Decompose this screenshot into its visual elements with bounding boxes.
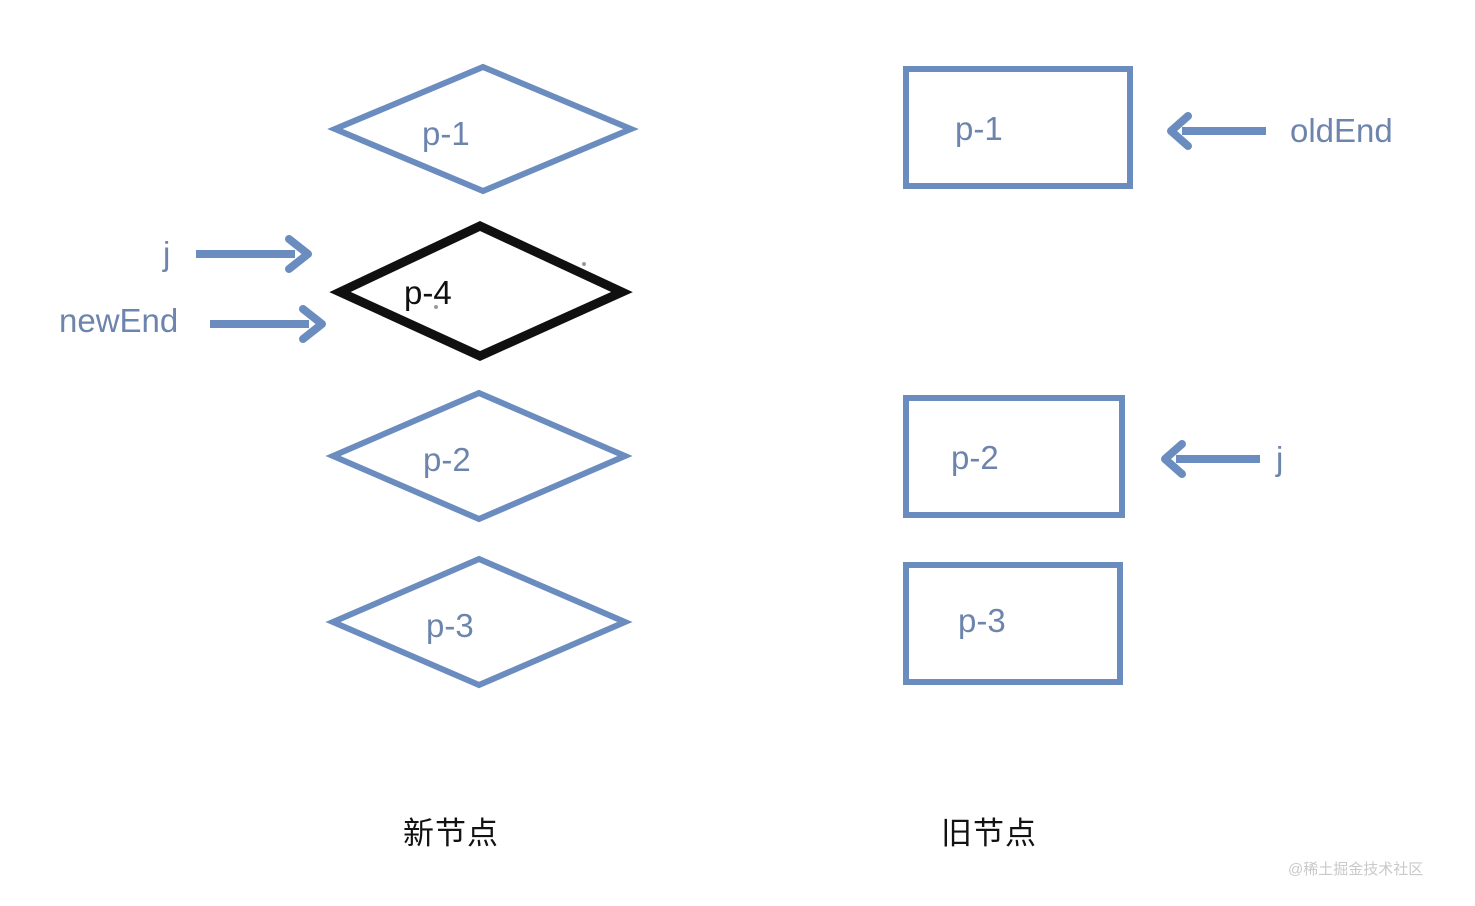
- pointer-arrow-j-new-icon: [192, 235, 317, 273]
- pointer-label-j-new: j: [163, 235, 171, 272]
- new-node-label-p-4: p-4: [404, 274, 452, 311]
- new-node-diamond-p-1: [327, 62, 639, 196]
- new-node-label-p-3: p-3: [426, 607, 474, 644]
- old-node-label-p-2: p-2: [951, 439, 999, 476]
- pointer-arrow-j-old-icon: [1160, 440, 1270, 478]
- artifact-speck-b: [582, 262, 586, 266]
- watermark: @稀土掘金技术社区: [1288, 861, 1424, 878]
- new-node-diamond-p-4: [329, 220, 633, 362]
- caption-new-nodes: 新节点: [403, 816, 499, 851]
- new-node-diamond-p-3: [325, 554, 633, 690]
- new-node-label-p-1: p-1: [422, 115, 470, 152]
- new-node-diamond-p-2: [325, 388, 633, 524]
- old-node-label-p-1: p-1: [955, 110, 1003, 147]
- old-node-label-p-3: p-3: [958, 602, 1006, 639]
- artifact-speck-a: [434, 305, 438, 309]
- old-node-rect-p-3: [903, 562, 1123, 685]
- pointer-label-oldend: oldEnd: [1290, 112, 1393, 149]
- old-node-rect-p-1: [903, 66, 1133, 189]
- pointer-label-newend: newEnd: [59, 302, 179, 339]
- pointer-label-j-old: j: [1276, 440, 1284, 477]
- pointer-arrow-oldend-icon: [1166, 112, 1276, 150]
- caption-old-nodes: 旧节点: [941, 816, 1037, 851]
- new-node-label-p-2: p-2: [423, 441, 471, 478]
- pointer-arrow-newend-icon: [206, 305, 331, 343]
- old-node-rect-p-2: [903, 395, 1125, 518]
